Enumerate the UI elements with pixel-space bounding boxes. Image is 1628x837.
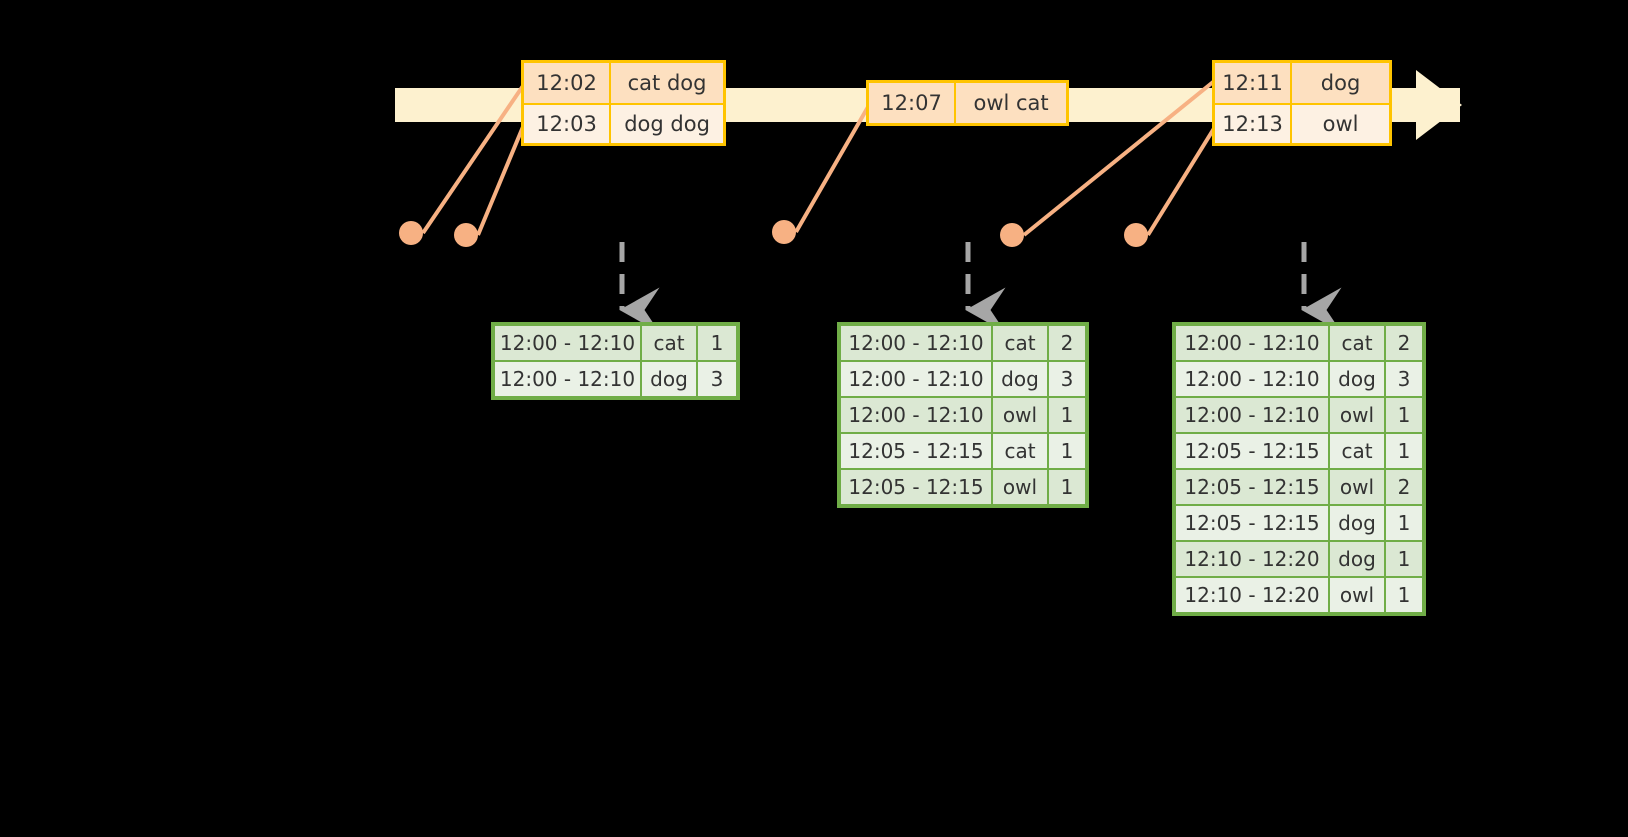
event-words: owl: [1292, 105, 1389, 143]
count-cell: 1: [1386, 434, 1422, 468]
word-cell: cat: [993, 434, 1047, 468]
window-cell: 12:00 - 12:10: [841, 326, 991, 360]
count-cell: 3: [1049, 362, 1085, 396]
window-cell: 12:00 - 12:10: [495, 362, 640, 396]
count-cell: 2: [1386, 470, 1422, 504]
word-cell: owl: [993, 470, 1047, 504]
count-cell: 1: [1386, 398, 1422, 432]
window-cell: 12:00 - 12:10: [1176, 398, 1328, 432]
stream-arrow-head-icon: [1416, 70, 1462, 140]
stream-event-row[interactable]: 12:02 cat dog: [524, 63, 723, 103]
connector-dot-4: [1000, 223, 1024, 247]
count-cell: 3: [698, 362, 736, 396]
event-time: 12:03: [524, 105, 612, 143]
event-words: cat dog: [611, 63, 723, 103]
word-cell: cat: [642, 326, 696, 360]
word-cell: dog: [993, 362, 1047, 396]
window-cell: 12:05 - 12:15: [841, 470, 991, 504]
event-time: 12:02: [524, 63, 612, 103]
count-cell: 2: [1386, 326, 1422, 360]
window-cell: 12:00 - 12:10: [495, 326, 640, 360]
event-words: owl cat: [956, 83, 1066, 123]
word-cell: owl: [1330, 398, 1384, 432]
stream-event-row[interactable]: 12:11 dog: [1215, 63, 1389, 103]
connector-line-2: [476, 121, 527, 236]
connector-dot-3: [772, 220, 796, 244]
window-cell: 12:10 - 12:20: [1176, 542, 1328, 576]
window-cell: 12:00 - 12:10: [1176, 326, 1328, 360]
window-cell: 12:05 - 12:15: [1176, 470, 1328, 504]
stream-event-row[interactable]: 12:03 dog dog: [524, 103, 723, 143]
connector-dot-5: [1124, 223, 1148, 247]
word-cell: cat: [1330, 434, 1384, 468]
count-cell: 1: [1386, 542, 1422, 576]
word-cell: dog: [642, 362, 696, 396]
connector-line-5: [1146, 120, 1220, 237]
window-cell: 12:10 - 12:20: [1176, 578, 1328, 612]
word-cell: owl: [1330, 470, 1384, 504]
stream-event-group-2[interactable]: 12:07 owl cat: [866, 80, 1069, 126]
word-cell: cat: [1330, 326, 1384, 360]
word-cell: dog: [1330, 506, 1384, 540]
event-time: 12:11: [1215, 63, 1293, 103]
word-cell: dog: [1330, 542, 1384, 576]
event-time: 12:13: [1215, 105, 1293, 143]
event-words: dog dog: [611, 105, 723, 143]
connector-dot-1: [399, 221, 423, 245]
stream-event-row[interactable]: 12:13 owl: [1215, 103, 1389, 143]
count-cell: 1: [1049, 434, 1085, 468]
event-words: dog: [1292, 63, 1389, 103]
word-cell: owl: [1330, 578, 1384, 612]
count-cell: 1: [1386, 578, 1422, 612]
count-cell: 1: [1386, 506, 1422, 540]
stream-event-row[interactable]: 12:07 owl cat: [869, 83, 1066, 123]
connector-dot-2: [454, 223, 478, 247]
window-cell: 12:00 - 12:10: [841, 398, 991, 432]
window-cell: 12:05 - 12:15: [1176, 506, 1328, 540]
word-cell: owl: [993, 398, 1047, 432]
word-cell: dog: [1330, 362, 1384, 396]
count-cell: 3: [1386, 362, 1422, 396]
window-cell: 12:05 - 12:15: [841, 434, 991, 468]
window-cell: 12:00 - 12:10: [841, 362, 991, 396]
event-time: 12:07: [869, 83, 957, 123]
stream-event-group-3[interactable]: 12:11 dog 12:13 owl: [1212, 60, 1392, 146]
word-cell: cat: [993, 326, 1047, 360]
window-cell: 12:00 - 12:10: [1176, 362, 1328, 396]
count-cell: 1: [698, 326, 736, 360]
count-cell: 1: [1049, 470, 1085, 504]
window-cell: 12:05 - 12:15: [1176, 434, 1328, 468]
count-cell: 2: [1049, 326, 1085, 360]
stream-event-group-1[interactable]: 12:02 cat dog 12:03 dog dog: [521, 60, 726, 146]
count-cell: 1: [1049, 398, 1085, 432]
